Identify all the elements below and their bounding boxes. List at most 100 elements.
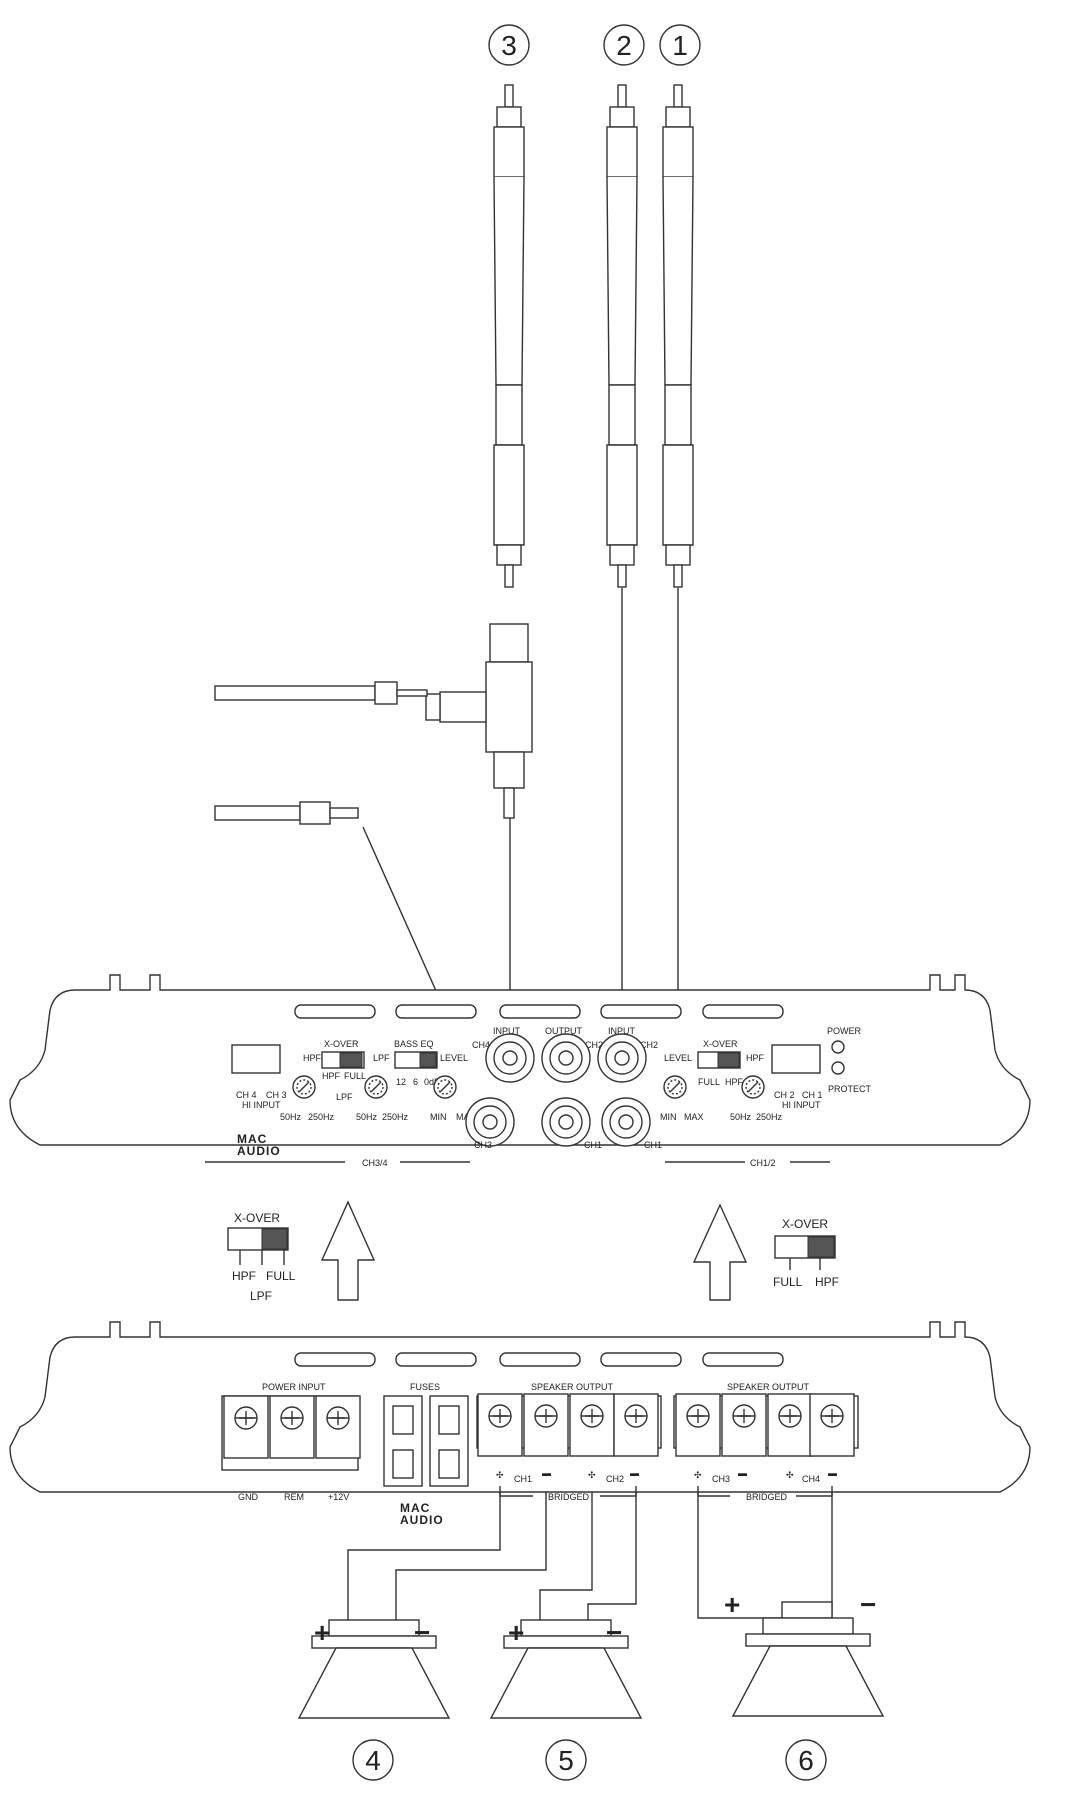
svg-text:X-OVER: X-OVER <box>324 1039 359 1049</box>
svg-text:FUSES: FUSES <box>410 1382 440 1392</box>
svg-text:CH2: CH2 <box>606 1474 624 1484</box>
svg-text:HPF: HPF <box>746 1053 765 1063</box>
svg-text:▬: ▬ <box>828 1468 837 1478</box>
svg-text:SPEAKER OUTPUT: SPEAKER OUTPUT <box>531 1382 614 1392</box>
callout-1: 1 <box>659 24 701 66</box>
svg-text:X-OVER: X-OVER <box>234 1211 280 1225</box>
svg-text:HPF: HPF <box>725 1077 744 1087</box>
svg-text:▬: ▬ <box>542 1468 551 1478</box>
svg-text:−: − <box>860 1589 876 1620</box>
svg-text:✣: ✣ <box>786 1470 794 1480</box>
speaker-4: + − <box>298 1617 450 1719</box>
svg-text:AUDIO: AUDIO <box>237 1144 281 1158</box>
svg-text:−: − <box>414 1617 430 1648</box>
svg-text:HPF: HPF <box>815 1275 839 1289</box>
svg-text:CH 3: CH 3 <box>266 1090 287 1100</box>
callout-4: 4 <box>352 1739 394 1781</box>
svg-text:250Hz: 250Hz <box>756 1112 783 1122</box>
speaker-5: + − <box>490 1617 642 1719</box>
svg-text:LEVEL: LEVEL <box>440 1053 468 1063</box>
svg-text:CH2: CH2 <box>640 1040 658 1050</box>
svg-text:FULL: FULL <box>266 1269 296 1283</box>
svg-text:LPF: LPF <box>373 1053 390 1063</box>
svg-text:50Hz: 50Hz <box>280 1112 302 1122</box>
svg-text:LPF: LPF <box>336 1092 353 1102</box>
svg-text:LEVEL: LEVEL <box>664 1053 692 1063</box>
speaker-wires <box>347 1492 833 1620</box>
svg-text:HI INPUT: HI INPUT <box>242 1100 281 1110</box>
svg-text:CH3/4: CH3/4 <box>362 1158 388 1168</box>
svg-text:✣: ✣ <box>496 1470 504 1480</box>
svg-text:INPUT: INPUT <box>608 1026 636 1036</box>
svg-text:250Hz: 250Hz <box>382 1112 409 1122</box>
svg-text:BASS EQ: BASS EQ <box>394 1039 434 1049</box>
svg-text:MAC: MAC <box>400 1501 430 1515</box>
y-adapter <box>425 623 533 819</box>
svg-text:5: 5 <box>558 1745 574 1776</box>
amplifier-rear: POWER INPUT GND REM +12V FUSES SPEAKER O… <box>9 1321 1031 1527</box>
svg-text:BRIDGED: BRIDGED <box>548 1492 590 1502</box>
svg-text:X-OVER: X-OVER <box>703 1039 738 1049</box>
svg-text:CH2: CH2 <box>585 1040 603 1050</box>
svg-text:▬: ▬ <box>630 1468 639 1478</box>
svg-text:+: + <box>508 1617 524 1648</box>
svg-text:HPF: HPF <box>322 1071 341 1081</box>
svg-text:CH3: CH3 <box>712 1474 730 1484</box>
svg-text:4: 4 <box>365 1745 381 1776</box>
svg-text:MIN: MIN <box>430 1112 447 1122</box>
svg-text:6: 6 <box>413 1077 418 1087</box>
svg-text:+12V: +12V <box>328 1492 349 1502</box>
svg-text:CH4: CH4 <box>802 1474 820 1484</box>
svg-text:FULL: FULL <box>344 1071 366 1081</box>
svg-text:CH1/2: CH1/2 <box>750 1158 776 1168</box>
arrow-up-left <box>320 1200 376 1301</box>
rca-cable-2 <box>606 84 638 588</box>
svg-text:MAC: MAC <box>237 1132 267 1146</box>
svg-text:CH 1: CH 1 <box>802 1090 823 1100</box>
callout-6: 6 <box>785 1739 827 1781</box>
svg-text:0dB: 0dB <box>424 1077 440 1087</box>
svg-text:POWER: POWER <box>827 1026 862 1036</box>
svg-text:FULL: FULL <box>698 1077 720 1087</box>
svg-text:CH1: CH1 <box>644 1140 662 1150</box>
svg-text:MAX: MAX <box>684 1112 704 1122</box>
svg-text:AUDIO: AUDIO <box>400 1513 444 1527</box>
svg-text:CH4: CH4 <box>472 1040 490 1050</box>
arrow-up-right <box>692 1203 748 1301</box>
svg-text:FULL: FULL <box>773 1275 803 1289</box>
svg-text:✣: ✣ <box>694 1470 702 1480</box>
svg-text:50Hz: 50Hz <box>356 1112 378 1122</box>
svg-text:250Hz: 250Hz <box>308 1112 335 1122</box>
amplifier-front: HPF CH 4 CH 3 HI INPUT 50Hz 250Hz X-OVER… <box>9 974 1031 1168</box>
svg-text:LPF: LPF <box>250 1289 272 1303</box>
loop-cable <box>118 681 428 825</box>
svg-text:6: 6 <box>798 1745 814 1776</box>
svg-text:SPEAKER OUTPUT: SPEAKER OUTPUT <box>727 1382 810 1392</box>
xover-switch-detail-left: X-OVER HPF FULL LPF <box>227 1211 296 1303</box>
svg-text:CH 4: CH 4 <box>236 1090 257 1100</box>
svg-text:X-OVER: X-OVER <box>782 1217 828 1231</box>
svg-text:OUTPUT: OUTPUT <box>545 1026 583 1036</box>
svg-text:+: + <box>314 1617 330 1648</box>
svg-text:1: 1 <box>672 30 688 61</box>
svg-text:▬: ▬ <box>738 1468 747 1478</box>
svg-text:HI INPUT: HI INPUT <box>782 1100 821 1110</box>
callout-5: 5 <box>545 1739 587 1781</box>
callout-2: 2 <box>603 24 645 66</box>
svg-text:CH3: CH3 <box>474 1140 492 1150</box>
svg-text:✣: ✣ <box>588 1470 596 1480</box>
svg-text:50Hz: 50Hz <box>730 1112 752 1122</box>
svg-text:3: 3 <box>501 30 517 61</box>
svg-text:REM: REM <box>284 1492 304 1502</box>
callout-3: 3 <box>488 24 530 66</box>
rca-cable-1 <box>662 84 694 588</box>
speaker-6: + − <box>724 1589 884 1717</box>
svg-text:HPF: HPF <box>232 1269 256 1283</box>
svg-text:CH 2: CH 2 <box>774 1090 795 1100</box>
svg-text:POWER INPUT: POWER INPUT <box>262 1382 326 1392</box>
svg-text:MIN: MIN <box>660 1112 677 1122</box>
svg-text:PROTECT: PROTECT <box>828 1084 872 1094</box>
svg-text:HPF: HPF <box>303 1053 322 1063</box>
rca-cable-3 <box>493 84 525 588</box>
